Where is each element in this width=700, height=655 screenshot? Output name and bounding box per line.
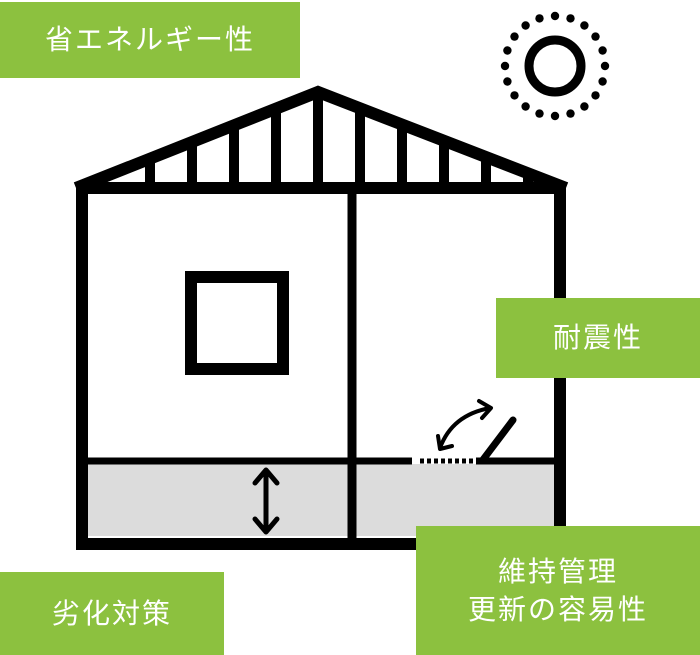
energy-saving-label: 省エネルギー性 (0, 2, 300, 78)
sun-ray-dot (503, 46, 512, 55)
sun-ray-dot (591, 32, 600, 41)
sun-ray-dot (550, 111, 560, 121)
sun-ray-dot (600, 61, 610, 71)
sun-ray-dot (503, 77, 512, 86)
window-icon (185, 271, 289, 375)
sun-ray-dot (591, 91, 600, 100)
sun-ray-dot (566, 14, 575, 23)
sun-ray-dot (598, 46, 607, 55)
earthquake-resistance-text: 耐震性 (552, 321, 643, 355)
up-down-arrow-icon (252, 467, 280, 535)
sun-ray-dot (550, 11, 560, 21)
sun-ray-dot (521, 21, 530, 30)
foundation-area (88, 464, 556, 536)
deterioration-countermeasure-text: 劣化対策 (51, 596, 172, 630)
sun-ray-dot (535, 14, 544, 23)
sun-ray-dot (500, 61, 510, 71)
sun-ray-dot (510, 91, 519, 100)
earthquake-resistance-label: 耐震性 (496, 298, 700, 378)
deterioration-countermeasure-label: 劣化対策 (0, 572, 224, 655)
roof-outline (73, 85, 569, 194)
maintenance-text-line1: 維持管理 (497, 554, 618, 588)
energy-saving-text: 省エネルギー性 (44, 23, 255, 57)
roof-truss (145, 95, 533, 188)
sun-ray-dot (580, 102, 589, 111)
sun-ray-dot (510, 32, 519, 41)
curved-double-arrow-icon (436, 399, 493, 451)
maintenance-text-line2: 更新の容易性 (467, 592, 648, 626)
sun-ray-dot (598, 77, 607, 86)
maintenance-label: 維持管理 更新の容易性 (416, 526, 700, 655)
sun-ray-dot (535, 109, 544, 118)
sun-ray-dot (521, 102, 530, 111)
sun-ray-dot (580, 21, 589, 30)
sun-icon (500, 11, 610, 121)
sun-ray-dot (566, 109, 575, 118)
hatch-lid (478, 416, 517, 465)
